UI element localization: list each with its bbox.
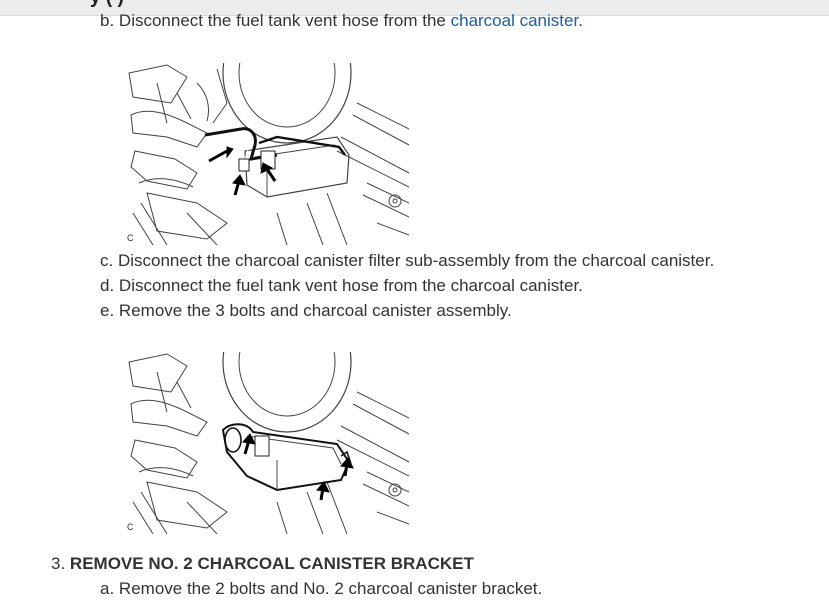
section-3-step-a-marker: a. <box>100 579 115 598</box>
section-3-step-a: a. Remove the 2 bolts and No. 2 charcoal… <box>100 579 542 599</box>
step-d-text: Disconnect the fuel tank vent hose from … <box>118 276 583 295</box>
step-b-marker: b. <box>100 11 115 30</box>
figure-1-corner-label: C <box>127 233 134 243</box>
step-b-period: . <box>578 11 583 30</box>
step-e: e. Remove the 3 bolts and charcoal canis… <box>100 301 512 321</box>
top-bar: y ( ) <box>0 0 829 16</box>
section-3-step-a-text: Remove the 2 bolts and No. 2 charcoal ca… <box>118 579 543 598</box>
cut-off-heading: y ( ) <box>90 0 124 9</box>
step-c-marker: c. <box>100 251 114 270</box>
step-e-text: Remove the 3 bolts and charcoal canister… <box>118 301 512 320</box>
step-b-text: Disconnect the fuel tank vent hose from … <box>118 11 451 30</box>
section-3-heading: 3. REMOVE NO. 2 CHARCOAL CANISTER BRACKE… <box>51 554 474 574</box>
figure-1-illustration: C <box>127 63 409 245</box>
step-b: b. Disconnect the fuel tank vent hose fr… <box>100 11 583 31</box>
step-e-marker: e. <box>100 301 115 320</box>
figure-2-illustration: C <box>127 352 409 534</box>
section-3-number: 3. <box>51 554 66 573</box>
section-3-title: REMOVE NO. 2 CHARCOAL CANISTER BRACKET <box>69 554 474 573</box>
figure-2-corner-label: C <box>127 522 134 532</box>
charcoal-canister-link[interactable]: charcoal canister <box>450 11 579 30</box>
step-c-text: Disconnect the charcoal canister filter … <box>117 251 715 270</box>
step-d: d. Disconnect the fuel tank vent hose fr… <box>100 276 583 296</box>
step-c: c. Disconnect the charcoal canister filt… <box>100 251 714 271</box>
step-d-marker: d. <box>100 276 115 295</box>
